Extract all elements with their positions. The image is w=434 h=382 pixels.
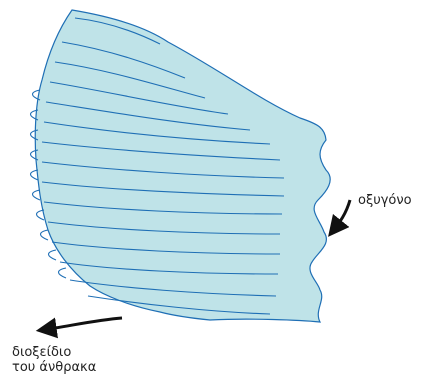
carbon-dioxide-label: διοξείδιο του άνθρακα: [12, 345, 96, 375]
co2-arrow: [42, 318, 122, 330]
oxygen-arrow: [332, 200, 350, 232]
carbon-dioxide-label-line-1: διοξείδιο: [12, 345, 96, 360]
carbon-dioxide-label-line-2: του άνθρακα: [12, 360, 96, 375]
oxygen-label: οξυγόνο: [358, 193, 412, 208]
